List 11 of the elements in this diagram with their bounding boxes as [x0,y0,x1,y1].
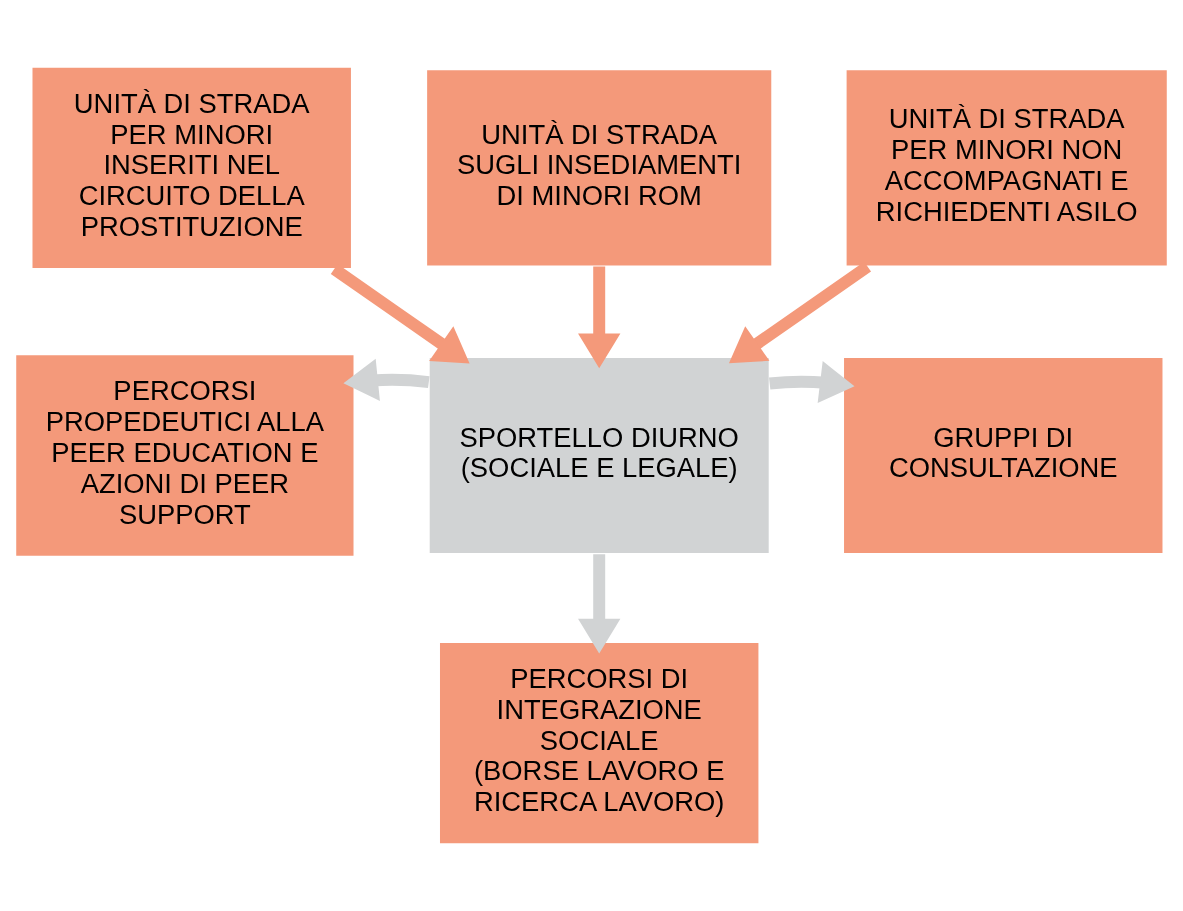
node-box: SPORTELLO DIURNO (SOCIALE E LEGALE) [428,356,771,555]
node-box: UNITÀ DI STRADA PER MINORI INSERITI NEL CIRCUITO DELLA PROSTITUZIONE [30,66,353,270]
node-box: GRUPPI DI CONSULTAZIONE [842,356,1165,555]
arrow [578,266,621,369]
arrow [578,554,621,654]
node-box: UNITÀ DI STRADA SUGLI INSEDIAMENTI DI MINORI ROM [425,68,773,268]
node-box: PERCORSI PROPEDEUTICI ALLA PEER EDUCATION E AZIONI DI PEER SUPPORT [14,353,356,558]
node-box: PERCORSI DI INTEGRAZIONE SOCIALE (BORSE LAVORO E RICERCA LAVORO) [438,641,761,845]
arrow [343,358,430,401]
node-box: UNITÀ DI STRADA PER MINORI NON ACCOMPAGNATI E RICHIEDENTI ASILO [844,68,1169,268]
arrow [769,361,855,404]
